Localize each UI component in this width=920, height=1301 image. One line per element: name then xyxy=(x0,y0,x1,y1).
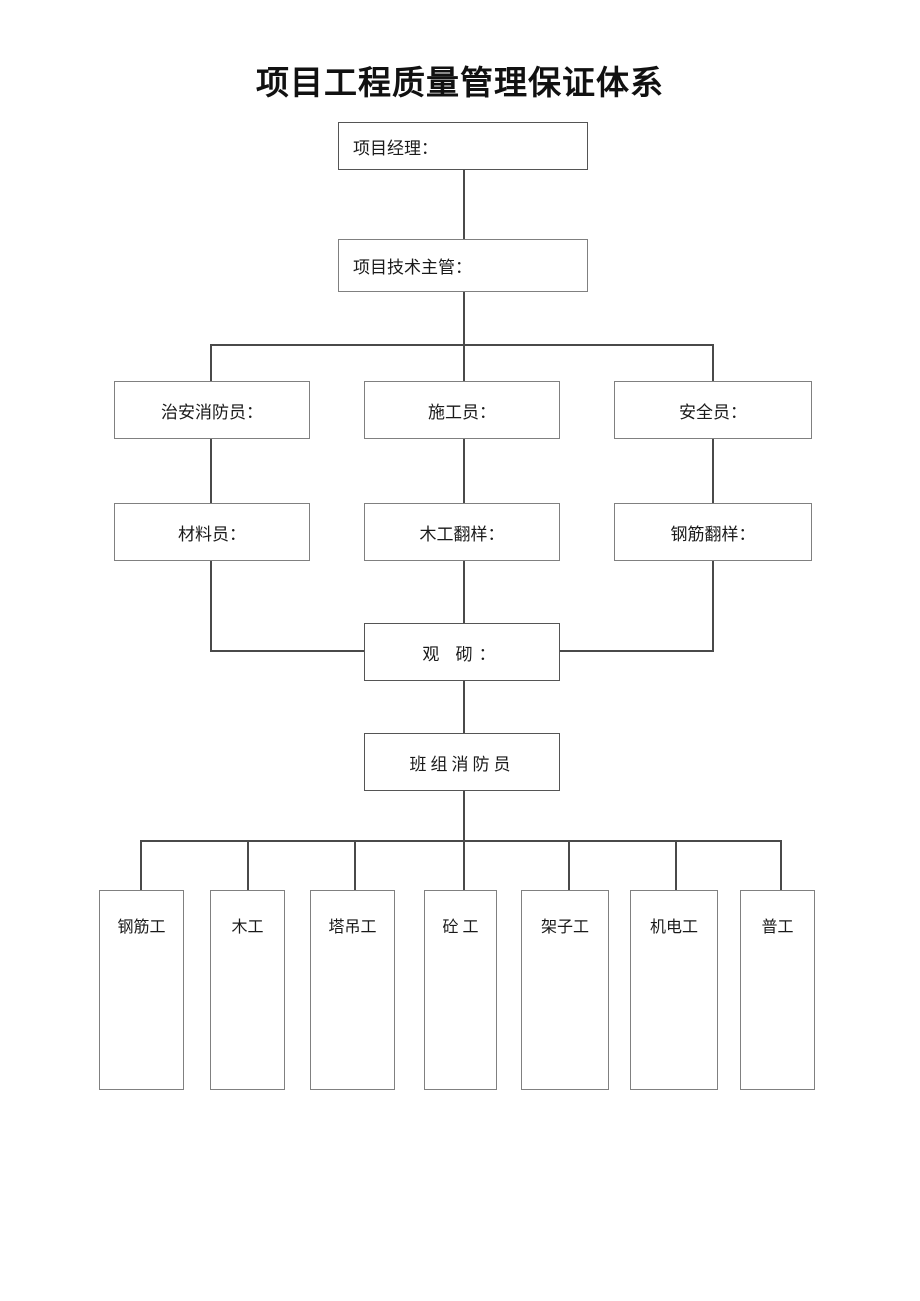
node-label: 项目经理： xyxy=(353,138,438,158)
node-material-officer[interactable]: 材料员： xyxy=(114,503,310,561)
node-label: 观 砌： xyxy=(422,644,502,664)
connector-right-l3-to-l4 xyxy=(712,439,714,503)
node-technical-supervisor[interactable]: 项目技术主管： xyxy=(338,239,588,292)
node-safety-officer[interactable]: 安全员： xyxy=(614,381,812,439)
connector-pm-to-tech xyxy=(463,170,465,239)
node-label: 木工 xyxy=(231,919,264,936)
connector-left-l3-to-l4 xyxy=(210,439,212,503)
node-label: 安全员： xyxy=(679,402,747,422)
node-label: 施工员： xyxy=(428,402,496,422)
connector-center-l3-to-l4 xyxy=(463,439,465,503)
connector-crew-bus xyxy=(140,840,782,842)
connector-level3-bus xyxy=(210,344,714,346)
connector-crew-drop-5 xyxy=(568,840,570,890)
node-label: 架子工 xyxy=(540,919,589,936)
node-crew-tower-crane[interactable]: 塔吊工 xyxy=(310,890,395,1090)
connector-crew-drop-3 xyxy=(354,840,356,890)
node-construction-officer[interactable]: 施工员： xyxy=(364,381,560,439)
connector-right-drop-to-merge xyxy=(712,561,714,651)
node-label: 钢筋工 xyxy=(117,919,166,936)
node-label: 治安消防员： xyxy=(161,402,263,422)
connector-left-merge-arm xyxy=(210,650,366,652)
node-security-fire-officer[interactable]: 治安消防员： xyxy=(114,381,310,439)
node-label: 塔吊工 xyxy=(328,919,377,936)
node-carpentry-detailer[interactable]: 木工翻样： xyxy=(364,503,560,561)
page-title: 项目工程质量管理保证体系 xyxy=(256,64,664,101)
node-inspection-masonry[interactable]: 观 砌： xyxy=(364,623,560,681)
connector-crew-drop-6 xyxy=(675,840,677,890)
node-crew-rebar[interactable]: 钢筋工 xyxy=(99,890,184,1090)
node-crew-general[interactable]: 普工 xyxy=(740,890,815,1090)
node-label: 钢筋翻样： xyxy=(670,524,756,544)
node-label: 砼 工 xyxy=(442,919,479,936)
connector-team-stem xyxy=(463,791,465,841)
connector-crew-drop-2 xyxy=(247,840,249,890)
connector-crew-drop-1 xyxy=(140,840,142,890)
node-label: 木工翻样： xyxy=(419,524,505,544)
connector-merge-to-team xyxy=(463,681,465,733)
connector-bus-drop-right xyxy=(712,344,714,382)
node-crew-scaffolder[interactable]: 架子工 xyxy=(521,890,609,1090)
connector-center-l4-to-merge xyxy=(463,561,465,623)
connector-crew-drop-4 xyxy=(463,840,465,890)
node-crew-electromechanical[interactable]: 机电工 xyxy=(630,890,718,1090)
node-label: 机电工 xyxy=(649,919,698,936)
node-crew-carpenter[interactable]: 木工 xyxy=(210,890,285,1090)
node-label: 普工 xyxy=(761,919,794,936)
connector-left-drop-to-merge xyxy=(210,561,212,651)
connector-tech-stem xyxy=(463,292,465,382)
node-project-manager[interactable]: 项目经理： xyxy=(338,122,588,170)
node-team-fire-officer[interactable]: 班组消防员 xyxy=(364,733,560,791)
node-crew-concrete[interactable]: 砼 工 xyxy=(424,890,497,1090)
node-label: 项目技术主管： xyxy=(353,258,472,277)
connector-right-merge-arm xyxy=(558,650,714,652)
node-label: 班组消防员 xyxy=(409,754,515,774)
connector-crew-drop-7 xyxy=(780,840,782,890)
connector-bus-drop-left xyxy=(210,344,212,382)
node-label: 材料员： xyxy=(178,524,246,544)
node-rebar-detailer[interactable]: 钢筋翻样： xyxy=(614,503,812,561)
